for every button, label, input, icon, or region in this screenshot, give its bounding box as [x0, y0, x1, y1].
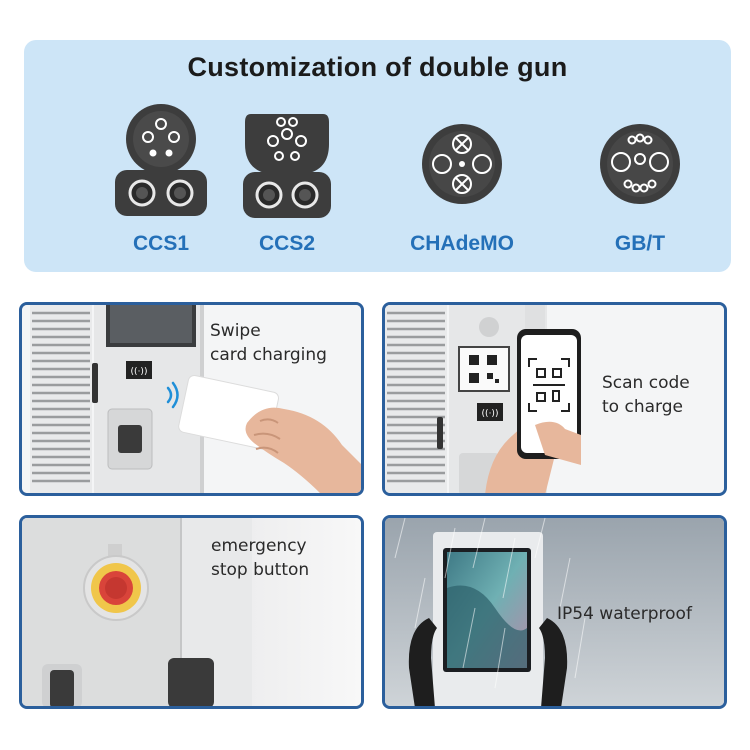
nfc-wave-icon — [166, 381, 179, 409]
swipe-card-scene: ((·)) — [22, 305, 361, 493]
emergency-caption-line1: emergency — [211, 536, 307, 556]
scan-caption-line1: Scan code — [602, 373, 690, 393]
connector-chademo: CHAdeMO — [392, 104, 532, 264]
feature-card-scan: ((·)) Scan code to charge — [382, 302, 727, 496]
gbt-connector-icon — [600, 124, 680, 204]
feature-card-waterproof: IP54 waterproof — [382, 515, 727, 709]
emergency-caption: emergency stop button — [211, 534, 309, 582]
scan-code-scene: ((·)) — [385, 305, 724, 493]
ccs1-connector-icon — [115, 104, 207, 216]
ccs2-connector-icon — [243, 114, 331, 218]
connector-label: CCS2 — [258, 232, 316, 255]
emergency-caption-line2: stop button — [211, 560, 310, 580]
emergency-stop-scene — [22, 518, 361, 706]
waterproof-caption: IP54 waterproof — [557, 602, 692, 626]
connector-label: CCS1 — [132, 232, 190, 255]
swipe-caption-line1: Swipe — [210, 321, 261, 341]
feature-card-swipe: ((·)) Swipe card charging — [19, 302, 364, 496]
connector-banner: Customization of double gun CCS1 — [24, 40, 731, 272]
waterproof-scene — [385, 518, 724, 706]
scan-caption-line2: to charge — [602, 397, 683, 417]
feature-card-emergency: emergency stop button — [19, 515, 364, 709]
qr-scan-icon — [528, 358, 570, 412]
scan-caption: Scan code to charge — [602, 371, 690, 419]
connector-label: CHAdeMO — [410, 232, 514, 255]
chademo-connector-icon — [422, 124, 502, 204]
svg-text:((·)): ((·)) — [131, 367, 148, 377]
banner-title: Customization of double gun — [187, 52, 568, 82]
connector-label: GB/T — [614, 232, 666, 255]
swipe-caption: Swipe card charging — [210, 319, 327, 367]
waterproof-caption-line1: IP54 waterproof — [557, 604, 692, 624]
svg-text:((·)): ((·)) — [482, 409, 499, 419]
connector-ccs1: CCS1 — [91, 104, 231, 264]
swipe-caption-line2: card charging — [210, 345, 327, 365]
connector-gbt: GB/T — [570, 104, 710, 264]
connector-ccs2: CCS2 — [217, 104, 357, 264]
